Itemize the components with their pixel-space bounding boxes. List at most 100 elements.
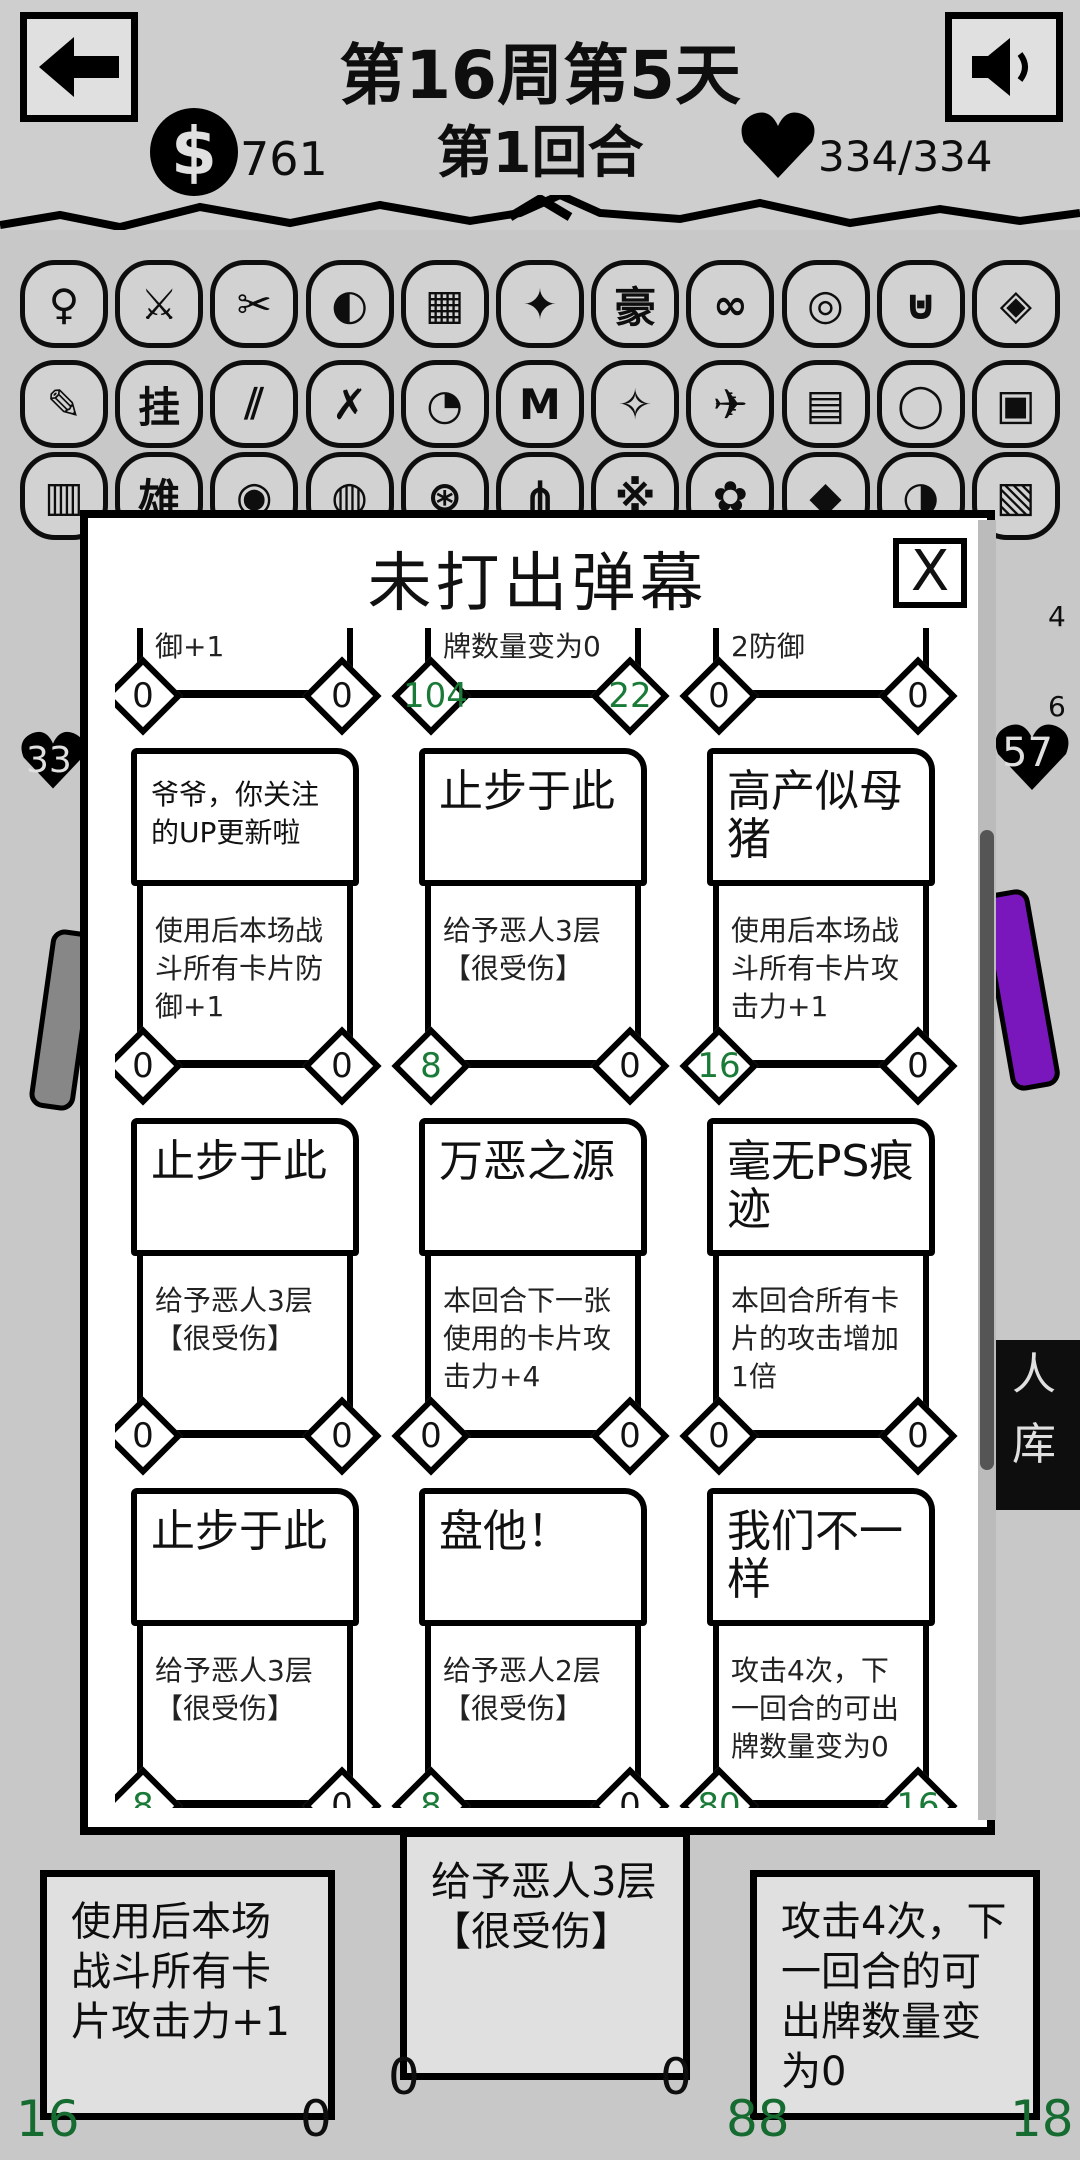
card-name: 止步于此 [131,1118,359,1256]
card-defense-value: 22 [608,676,652,716]
torn-edge [0,195,1080,232]
card-attack-value: 8 [132,1786,154,1808]
card-defense-value: 0 [331,1416,353,1456]
enemy-left-heart-icon [21,731,85,789]
close-x-icon: X [910,539,950,604]
card-bottom-bar [451,1430,611,1438]
scrollbar-thumb[interactable] [980,830,994,1470]
card-bottom-bar [163,690,323,698]
deck-label: 人 [1012,1349,1056,1400]
danmu-icon[interactable]: ⫽ [210,360,299,448]
card-attack-value: 8 [420,1046,442,1086]
back-button[interactable] [20,12,138,122]
card-attack-value: 8 [420,1786,442,1808]
hand-card-desc: 攻击4次，下一回合的可出牌数量变为0 [781,1899,1007,2095]
popup-title: 未打出弹幕 [367,547,708,621]
hand-card-3[interactable]: 攻击4次，下一回合的可出牌数量变为0 [750,1870,1040,2120]
sound-button[interactable] [945,12,1063,122]
dollar-icon: $ [150,108,238,196]
card-defense-value: 0 [619,1786,641,1808]
danmu-card[interactable]: 止步于此给予恶人3层【很受伤】8 0 [391,748,670,1120]
heart-icon [741,112,815,178]
danmu-icon[interactable]: ▤ [781,360,870,448]
danmu-icon[interactable]: ⊍ [876,260,965,348]
danmu-icon[interactable]: ◎ [781,260,870,348]
speaker-icon [972,38,1028,96]
enemy-right-heart-icon [995,724,1069,790]
danmu-icon[interactable]: ✧ [591,360,680,448]
danmu-icon[interactable]: ◈ [971,260,1060,348]
card-bottom-bar [739,1060,899,1068]
card-name: 爷爷，你关注的UP更新啦 [131,748,359,886]
card-description: 给予恶人2层【很受伤】 [425,1626,641,1804]
card-attack-value: 16 [697,1046,741,1086]
danmu-icon[interactable]: 挂 [115,360,204,448]
card-attack-value: 104 [403,676,468,716]
danmu-icon[interactable]: 豪 [591,260,680,348]
enemy-right-hp: 57 [1002,730,1053,776]
card-name: 万恶之源 [419,1118,647,1256]
deck-button[interactable]: 人 库 [988,1340,1080,1510]
danmu-icon[interactable]: ◔ [400,360,489,448]
card-bottom-bar [163,1060,323,1068]
danmu-icon[interactable]: M [495,360,584,448]
card-attack-value: 80 [697,1786,741,1808]
card-name: 我们不一样 [707,1488,935,1626]
danmu-icon[interactable]: ◐ [305,260,394,348]
card-name: 止步于此 [419,748,647,886]
card-bottom-bar [739,690,899,698]
card-description: 攻击4次，下一回合的可出牌数量变为0 [713,1626,929,1804]
card-name: 高产似母猪 [707,748,935,886]
hand-card-2-left: 0 [388,2048,420,2106]
card-attack-value: 0 [132,676,154,716]
card-defense-value: 0 [619,1046,641,1086]
card-bottom-bar [163,1800,323,1808]
money-value: 761 [240,132,328,186]
danmu-icon[interactable]: ✦ [495,260,584,348]
card-description: 本回合下一张使用的卡片攻击力+4 [425,1256,641,1434]
card-bottom-bar [451,1800,611,1808]
danmu-icon[interactable]: ♀ [20,260,108,348]
hand-card-3-right: 18 [1010,2090,1074,2148]
danmu-icon[interactable]: ▦ [400,260,489,348]
card-description: 使用后本场战斗所有卡片防御+1 [137,886,353,1064]
enemy-right-def: 6 [1048,690,1066,723]
card-description: 给予恶人3层【很受伤】 [425,886,641,1064]
close-button[interactable]: X [893,538,967,608]
enemy-left-hp: 33 [26,740,72,781]
card-description: 使用后本场战斗所有卡片攻击力+1 [713,886,929,1064]
hand-card-1[interactable]: 使用后本场战斗所有卡片攻击力+1 [40,1870,335,2120]
chevron-up-icon [507,195,573,221]
danmu-icon[interactable]: ✗ [305,360,394,448]
card-attack-value: 0 [420,1416,442,1456]
danmu-icon[interactable]: ∞ [686,260,775,348]
hand-card-2-right: 0 [660,2048,692,2106]
hand-card-desc: 使用后本场战斗所有卡片攻击力+1 [71,1899,290,2045]
danmu-icon[interactable]: ✂ [210,260,299,348]
card-bottom-bar [451,1060,611,1068]
arrow-left-icon [39,37,119,97]
enemy-right-atk: 4 [1048,600,1066,633]
danmu-icon[interactable]: ⚔ [115,260,204,348]
danmu-icon[interactable]: ◯ [876,360,965,448]
card-defense-value: 0 [331,1786,353,1808]
card-bottom-bar [163,1430,323,1438]
danmu-icon[interactable]: ▣ [971,360,1060,448]
hp-value: 334/334 [818,132,993,181]
danmu-icon[interactable]: ✈ [686,360,775,448]
hand-card-1-left: 16 [16,2090,80,2148]
card-attack-value: 0 [708,676,730,716]
danmu-icon[interactable]: ✎ [20,360,108,448]
